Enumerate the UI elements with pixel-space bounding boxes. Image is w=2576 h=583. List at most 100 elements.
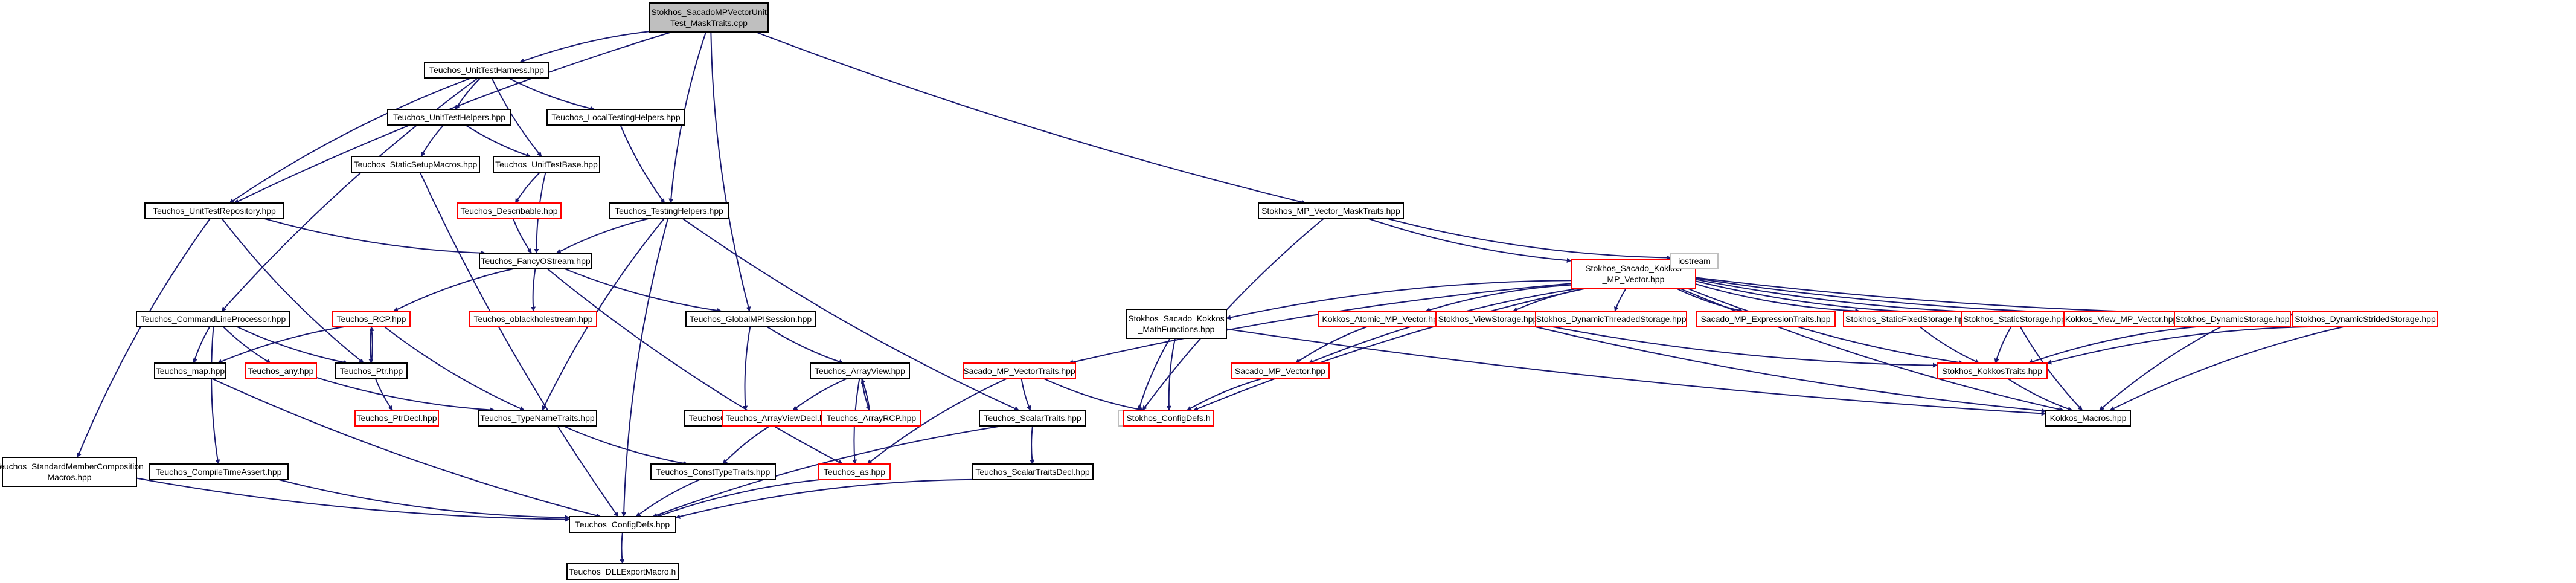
node-box-sss xyxy=(1961,311,2068,327)
edge-cfg-to-dll xyxy=(620,532,625,564)
node-box-sdts xyxy=(1535,311,1687,327)
node-box-skt xyxy=(1937,362,2048,379)
node-label-any-0: Teuchos_any.hpp xyxy=(248,366,314,376)
node-label-ssm-0: Teuchos_StaticSetupMacros.hpp xyxy=(354,159,478,169)
node-label-mpvt-0: Sacado_MP_VectorTraits.hpp xyxy=(963,366,1075,376)
node-dll[interactable]: Teuchos_DLLExportMacro.h xyxy=(566,563,679,580)
edge-arcp-to-av xyxy=(860,378,870,411)
node-sss[interactable]: Stokhos_StaticStorage.hpp xyxy=(1961,311,2068,327)
node-box-fos xyxy=(479,253,592,269)
edge-fos-to-as xyxy=(547,268,844,465)
node-cta[interactable]: Teuchos_CompileTimeAssert.hpp xyxy=(149,463,289,480)
edge-tnt-to-ctt xyxy=(563,425,688,466)
edge-rcp-to-tnt xyxy=(384,326,525,411)
node-as[interactable]: Teuchos_as.hpp xyxy=(818,463,891,480)
node-label-sskmf-0: Stokhos_Sacado_Kokkos xyxy=(1128,314,1225,323)
node-label-kamv-0: Kokkos_Atomic_MP_Vector.hpp xyxy=(1322,314,1442,324)
node-smpv[interactable]: Sacado_MP_Vector.hpp xyxy=(1231,362,1330,379)
node-ltelp[interactable]: Teuchos_LocalTestingHelpers.hpp xyxy=(546,109,685,126)
node-ssm[interactable]: Teuchos_StaticSetupMacros.hpp xyxy=(351,156,480,173)
edge-uth-to-clp xyxy=(221,77,479,312)
edge-ssk-to-kamv xyxy=(1425,284,1572,312)
node-box-uth xyxy=(424,62,549,79)
node-utr[interactable]: Teuchos_UnitTestRepository.hpp xyxy=(144,202,284,219)
edge-as-to-cfg xyxy=(656,479,820,518)
node-ssfs[interactable]: Stokhos_StaticFixedStorage.hpp xyxy=(1843,311,1971,327)
node-smc[interactable]: Teuchos_StandardMemberCompositionMacros.… xyxy=(0,457,144,487)
node-km[interactable]: Kokkos_Macros.hpp xyxy=(2045,410,2131,427)
node-box-avd xyxy=(722,410,838,427)
node-kamv[interactable]: Kokkos_Atomic_MP_Vector.hpp xyxy=(1318,311,1446,327)
node-utb[interactable]: Teuchos_UnitTestBase.hpp xyxy=(493,156,600,173)
node-box-km xyxy=(2045,410,2131,427)
node-gmpi[interactable]: Teuchos_GlobalMPISession.hpp xyxy=(685,311,816,327)
node-mpet[interactable]: Sacado_MP_ExpressionTraits.hpp xyxy=(1696,311,1836,327)
node-sskmf[interactable]: Stokhos_Sacado_Kokkos_MathFunctions.hpp xyxy=(1126,309,1227,339)
node-label-st-0: Teuchos_ScalarTraits.hpp xyxy=(984,413,1081,423)
node-avd[interactable]: Teuchos_ArrayViewDecl.hpp xyxy=(722,410,838,427)
node-label-smpv-0: Sacado_MP_Vector.hpp xyxy=(1235,366,1325,376)
node-rcp[interactable]: Teuchos_RCP.hpp xyxy=(332,311,411,327)
node-fos[interactable]: Teuchos_FancyOStream.hpp xyxy=(479,253,592,269)
node-skt[interactable]: Stokhos_KokkosTraits.hpp xyxy=(1937,362,2048,379)
edge-ptr-to-rcp xyxy=(369,326,374,364)
node-sds[interactable]: Stokhos_DynamicStorage.hpp xyxy=(2174,311,2291,327)
node-any[interactable]: Teuchos_any.hpp xyxy=(245,362,317,379)
node-mpvt[interactable]: Sacado_MP_VectorTraits.hpp xyxy=(963,362,1076,379)
node-label-mpmask-0: Stokhos_MP_Vector_MaskTraits.hpp xyxy=(1261,206,1400,216)
node-label-sdss-0: Stokhos_DynamicStridedStorage.hpp xyxy=(2295,314,2436,324)
node-box-svs xyxy=(1435,311,1540,327)
node-box-smpv xyxy=(1231,362,1330,379)
node-kvmv[interactable]: Kokkos_View_MP_Vector.hpp xyxy=(2063,311,2179,327)
node-label-skt-0: Stokhos_KokkosTraits.hpp xyxy=(1942,366,2042,376)
edge-gmpi-to-av xyxy=(766,326,844,364)
node-tnt[interactable]: Teuchos_TypeNameTraits.hpp xyxy=(478,410,597,427)
edge-smpv-to-scd xyxy=(1187,378,1262,411)
node-uth[interactable]: Teuchos_UnitTestHarness.hpp xyxy=(424,62,549,79)
node-uthelp[interactable]: Teuchos_UnitTestHelpers.hpp xyxy=(387,109,511,126)
node-ptrd[interactable]: Teuchos_PtrDecl.hpp xyxy=(354,410,439,427)
edge-rcp-to-map xyxy=(217,326,344,364)
node-std[interactable]: Teuchos_ScalarTraitsDecl.hpp xyxy=(972,463,1094,480)
node-th[interactable]: Teuchos_TestingHelpers.hpp xyxy=(609,202,729,219)
node-svs[interactable]: Stokhos_ViewStorage.hpp xyxy=(1435,311,1540,327)
node-box-mpet xyxy=(1696,311,1836,327)
node-ptr[interactable]: Teuchos_Ptr.hpp xyxy=(335,362,408,379)
node-mpmask[interactable]: Stokhos_MP_Vector_MaskTraits.hpp xyxy=(1258,202,1404,219)
edge-svs-to-km xyxy=(1535,326,2046,413)
node-sdts[interactable]: Stokhos_DynamicThreadedStorage.hpp xyxy=(1535,311,1687,327)
node-box-mpmask xyxy=(1258,202,1404,219)
node-st[interactable]: Teuchos_ScalarTraits.hpp xyxy=(979,410,1086,427)
node-arcp[interactable]: Teuchos_ArrayRCP.hpp xyxy=(821,410,921,427)
node-cfg[interactable]: Teuchos_ConfigDefs.hpp xyxy=(569,516,676,533)
node-label-gmpi-0: Teuchos_GlobalMPISession.hpp xyxy=(690,314,812,324)
node-box-scd xyxy=(1123,410,1214,427)
node-ctt[interactable]: Teuchos_ConstTypeTraits.hpp xyxy=(650,463,776,480)
node-label-smc-0: Teuchos_StandardMemberComposition xyxy=(0,462,144,471)
node-box-cta xyxy=(149,463,289,480)
edge-fos-to-obs xyxy=(530,268,536,312)
node-label-as-0: Teuchos_as.hpp xyxy=(824,467,885,477)
node-scd[interactable]: Stokhos_ConfigDefs.h xyxy=(1123,410,1214,427)
node-obs[interactable]: Teuchos_oblackholestream.hpp xyxy=(469,311,597,327)
edge-svs-to-skt xyxy=(1539,323,1938,368)
edge-sdss-to-skt xyxy=(2046,326,2309,365)
edge-ctt-to-cfg xyxy=(635,479,700,517)
node-label-fos-0: Teuchos_FancyOStream.hpp xyxy=(481,256,591,266)
node-desc[interactable]: Teuchos_Describable.hpp xyxy=(457,202,562,219)
node-clp[interactable]: Teuchos_CommandLineProcessor.hpp xyxy=(136,311,290,327)
node-av[interactable]: Teuchos_ArrayView.hpp xyxy=(810,362,910,379)
edge-uth-to-utb xyxy=(491,77,542,157)
node-box-dll xyxy=(566,563,679,580)
edge-sskmf-to-km xyxy=(1226,328,2046,416)
node-sdss[interactable]: Stokhos_DynamicStridedStorage.hpp xyxy=(2292,311,2438,327)
node-label-smc-1: Macros.hpp xyxy=(47,472,91,482)
node-label-scd-0: Stokhos_ConfigDefs.h xyxy=(1126,413,1210,423)
edge-skt-to-km xyxy=(2007,378,2073,411)
edge-uthelp-to-ssm xyxy=(420,124,444,157)
node-iostream: iostream xyxy=(1670,253,1719,269)
edge-utr-to-smc xyxy=(77,218,211,458)
node-map[interactable]: Teuchos_map.hpp xyxy=(154,362,226,379)
edge-ssk-to-sss xyxy=(1695,280,1962,315)
node-ssk[interactable]: Stokhos_Sacado_Kokkos_MP_Vector.hpp xyxy=(1571,259,1696,289)
